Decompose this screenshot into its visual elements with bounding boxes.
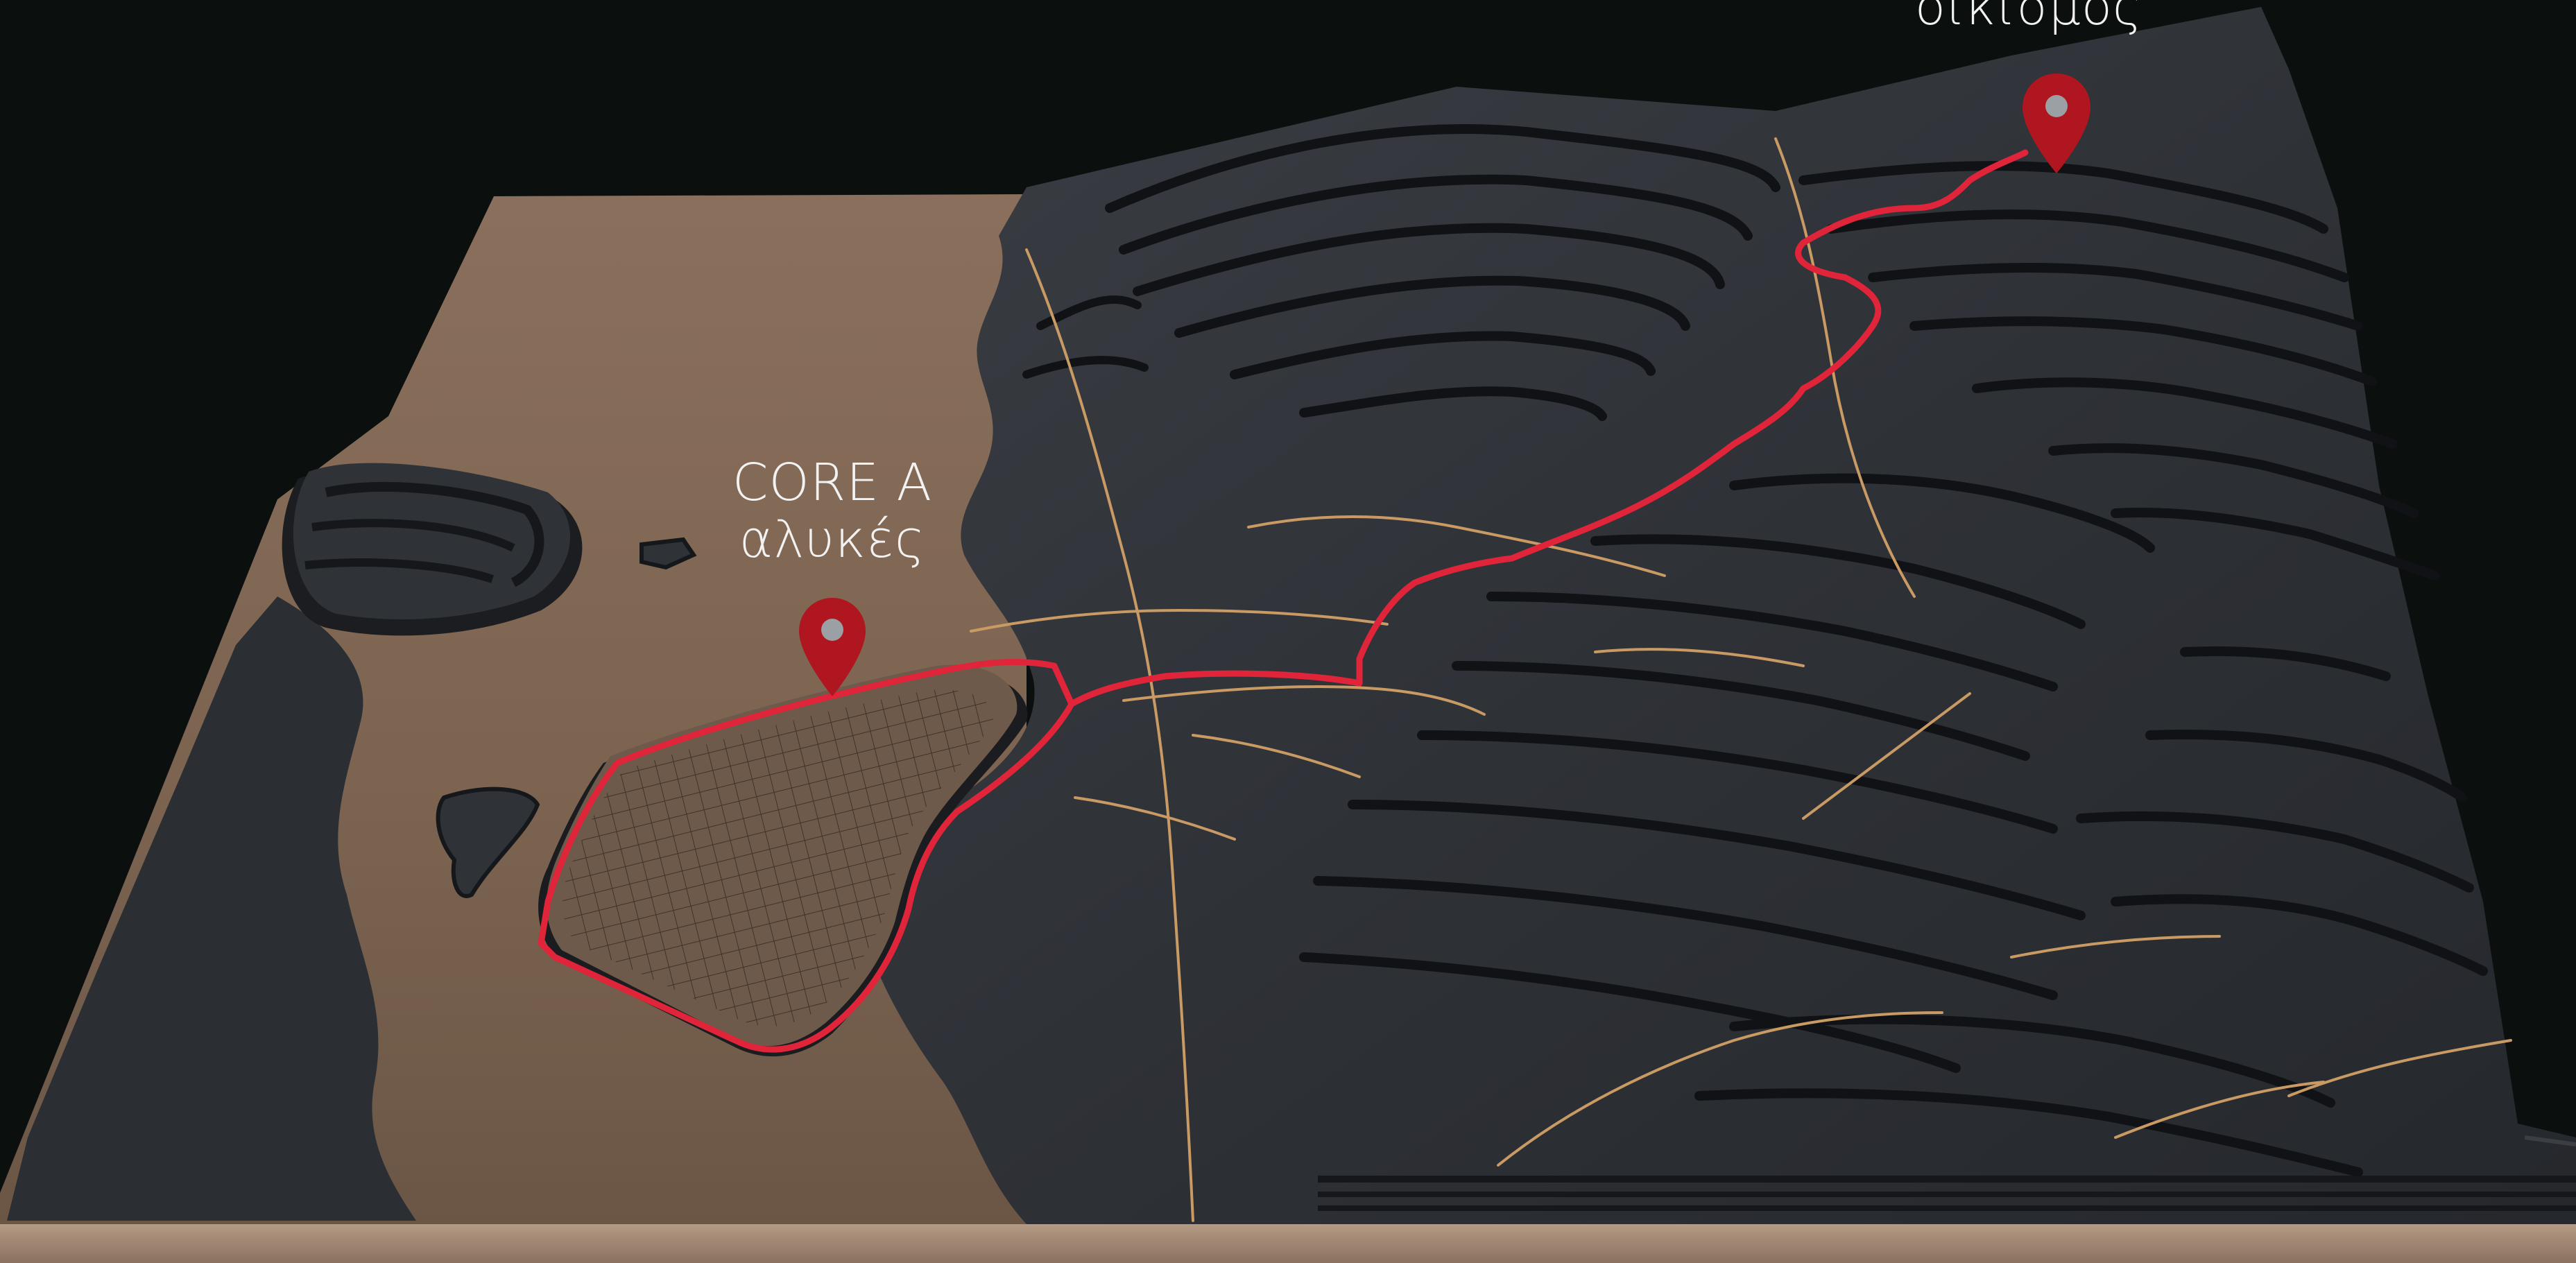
label-core-a: CORE A αλυκές [714, 454, 950, 568]
map-pin-icon [2023, 74, 2090, 173]
island-mid [436, 787, 540, 898]
label-oikismos: οικισμος [1904, 0, 2154, 35]
label-core-a-title: CORE A [732, 453, 933, 513]
label-core-a-subtitle: αλυκές [739, 510, 926, 569]
route-line [538, 149, 2029, 947]
route-line-south [538, 701, 1075, 1053]
road-network [970, 137, 2512, 1222]
contour-lines-right-ridge [1299, 161, 2488, 1177]
contour-lines-top-hill [1022, 124, 1780, 421]
core-a-town [538, 664, 1028, 1057]
label-oikismos-title: οικισμος [1914, 0, 2143, 36]
terrain-layer-edges [1318, 1176, 2576, 1211]
terrain-left-strip [7, 596, 416, 1221]
island-small [639, 537, 697, 570]
left-hill [282, 463, 583, 636]
board-front-edge [0, 1224, 2576, 1263]
board-right-edge [2524, 1135, 2576, 1146]
map-pin-icon [799, 598, 866, 696]
